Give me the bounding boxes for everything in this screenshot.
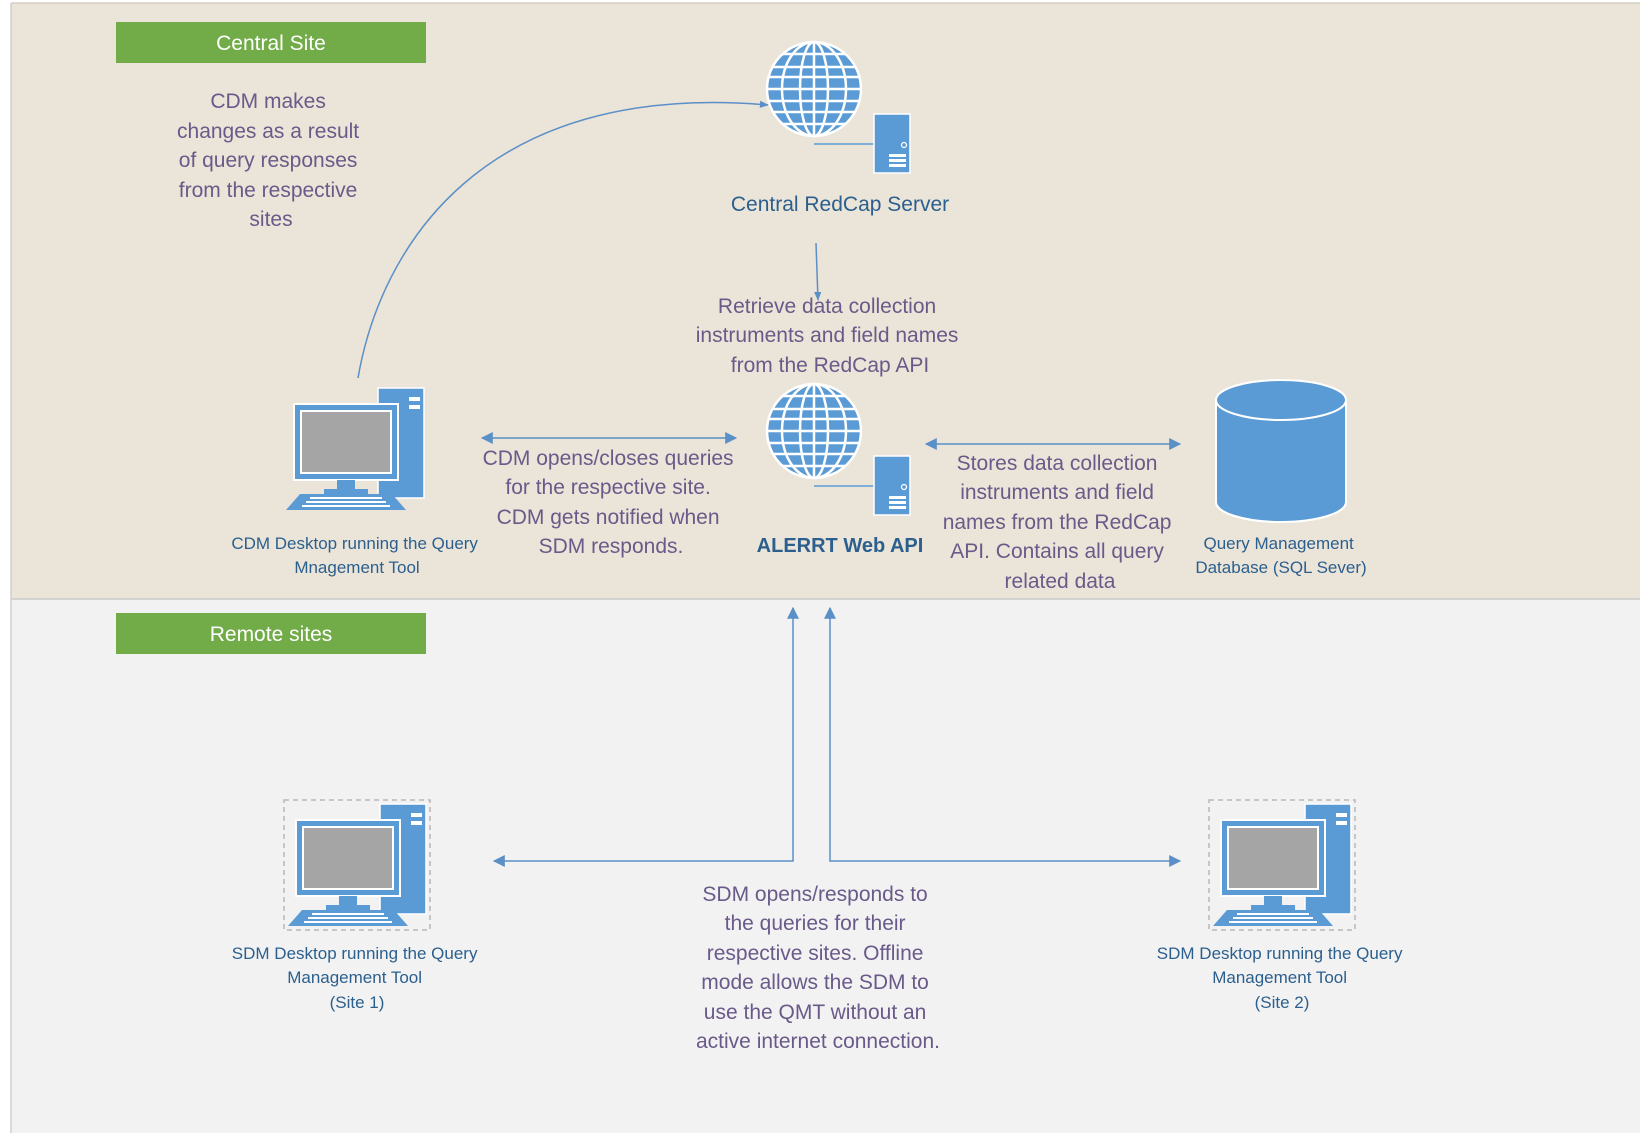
- sdm-site1-desktop-node: SDM Desktop running the Query Management…: [232, 800, 482, 1012]
- caption-sdm-opens-responds: SDM opens/responds to the queries for th…: [696, 883, 940, 1053]
- arrow-central-server-to-web-api: [814, 242, 822, 301]
- remote-sites-tab: Remote sites: [116, 613, 426, 654]
- caption-cdm-makes-changes: CDM makes changes as a result of query r…: [177, 90, 365, 231]
- central-redcap-server-label: Central RedCap Server: [731, 193, 949, 216]
- central-site-tab-label: Central Site: [216, 32, 326, 55]
- alerrt-web-api-label: ALERRT Web API: [757, 535, 924, 557]
- caption-cdm-opens-closes: CDM opens/closes queries for the respect…: [483, 447, 740, 558]
- caption-retrieve-instruments: Retrieve data collection instruments and…: [696, 295, 964, 377]
- central-site-tab: Central Site: [116, 22, 426, 63]
- query-management-database-node: Query Management Database (SQL Sever): [1195, 379, 1367, 577]
- sdm-site2-desktop-label: SDM Desktop running the Query Management…: [1157, 944, 1407, 1012]
- arrow-cdm-to-central-server: [357, 100, 769, 379]
- arrow-site1-to-web-api: [492, 606, 799, 867]
- cdm-desktop-node: CDM Desktop running the Query Mnagement …: [231, 387, 482, 577]
- desktop-computer-icon: [284, 800, 430, 930]
- caption-stores-instruments: Stores data collection instruments and f…: [943, 452, 1178, 593]
- sdm-site2-desktop-node: SDM Desktop running the Query Management…: [1157, 800, 1407, 1012]
- alerrt-web-api-node: ALERRT Web API: [757, 382, 924, 557]
- sdm-site1-desktop-label: SDM Desktop running the Query Management…: [232, 944, 482, 1012]
- central-redcap-server-node: Central RedCap Server: [731, 40, 949, 216]
- cdm-desktop-label: CDM Desktop running the Query Mnagement …: [231, 534, 482, 577]
- desktop-computer-icon: [1209, 800, 1355, 930]
- remote-sites-tab-label: Remote sites: [210, 623, 333, 646]
- arrow-site2-to-web-api: [824, 606, 1182, 867]
- query-management-database-label: Query Management Database (SQL Sever): [1195, 534, 1366, 577]
- database-cylinder-icon: [1215, 379, 1347, 523]
